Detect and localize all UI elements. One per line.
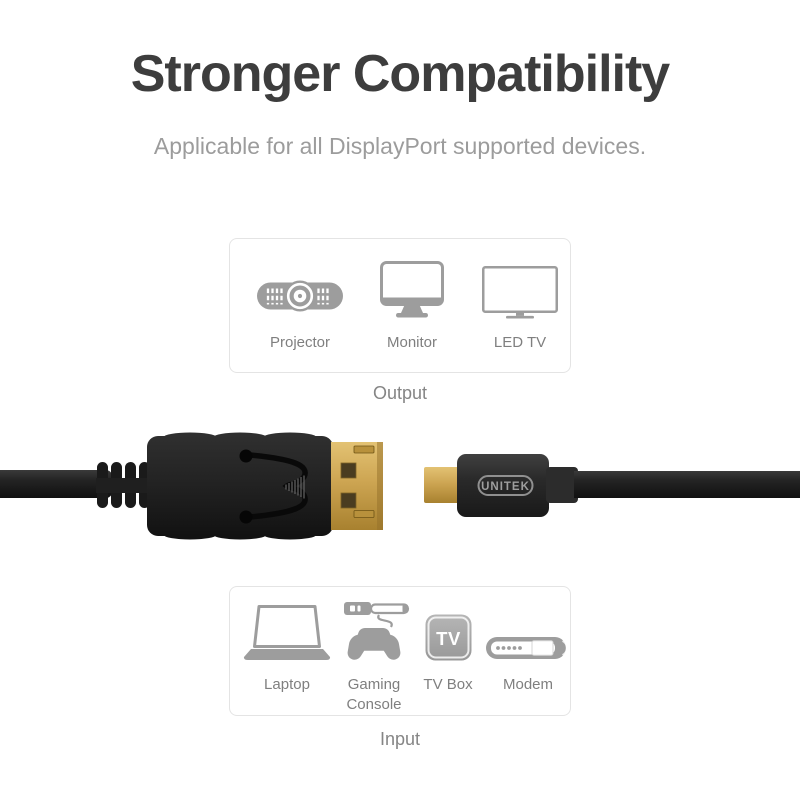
output-devices-box: Projector Monitor LED TV (229, 238, 571, 373)
unitek-logo-badge (477, 475, 534, 496)
device-label: TV Box (423, 676, 473, 693)
device-tv-box: TV TV Box (418, 599, 478, 715)
device-label: Modem (502, 676, 554, 693)
monitor-icon-wrap (380, 253, 444, 319)
device-label: Monitor (386, 334, 438, 351)
cable-right (574, 471, 800, 498)
led-tv-icon (482, 266, 558, 319)
tv-box-icon: TV (425, 614, 471, 661)
page-subtitle: Applicable for all DisplayPort supported… (153, 133, 647, 159)
displayport-gold-tip (331, 442, 383, 530)
monitor-icon (380, 261, 444, 318)
mini-displayport-connector: UNITEK (424, 454, 578, 517)
device-label: Gaming Console (346, 676, 402, 713)
tv-box-icon-wrap: TV (425, 599, 472, 661)
product-photo: UNITEK (0, 425, 800, 555)
cable-left (0, 462, 152, 508)
device-label: Projector (269, 334, 331, 351)
projector-icon (257, 280, 343, 312)
laptop-icon (243, 605, 331, 660)
device-monitor: Monitor (368, 253, 456, 372)
modem-icon-wrap (486, 599, 570, 661)
device-laptop: Laptop (243, 599, 331, 715)
projector-icon-wrap (257, 253, 343, 319)
device-modem: Modem (486, 599, 570, 715)
page-title: Stronger Compatibility (130, 45, 670, 103)
gaming-console-icon (344, 602, 410, 660)
output-caption: Output (372, 383, 428, 403)
cable-photo-svg: UNITEK (0, 432, 800, 540)
modem-icon (486, 637, 568, 659)
displayport-connector (147, 432, 383, 540)
device-projector: Projector (247, 253, 353, 372)
input-devices-box: Laptop Gaming Console (229, 586, 571, 716)
laptop-icon-wrap (243, 599, 331, 661)
device-label: LED TV (493, 334, 547, 351)
mini-dp-gold-tip (424, 467, 460, 503)
led-tv-icon-wrap (482, 253, 558, 319)
device-gaming-console: Gaming Console (338, 599, 410, 715)
tv-box-icon-text: TV (436, 628, 461, 649)
unitek-logo-text: UNITEK (481, 481, 530, 493)
device-label: Laptop (264, 676, 310, 693)
input-caption: Input (379, 729, 421, 749)
device-led-tv: LED TV (471, 253, 569, 372)
gaming-console-icon-wrap (338, 599, 410, 661)
